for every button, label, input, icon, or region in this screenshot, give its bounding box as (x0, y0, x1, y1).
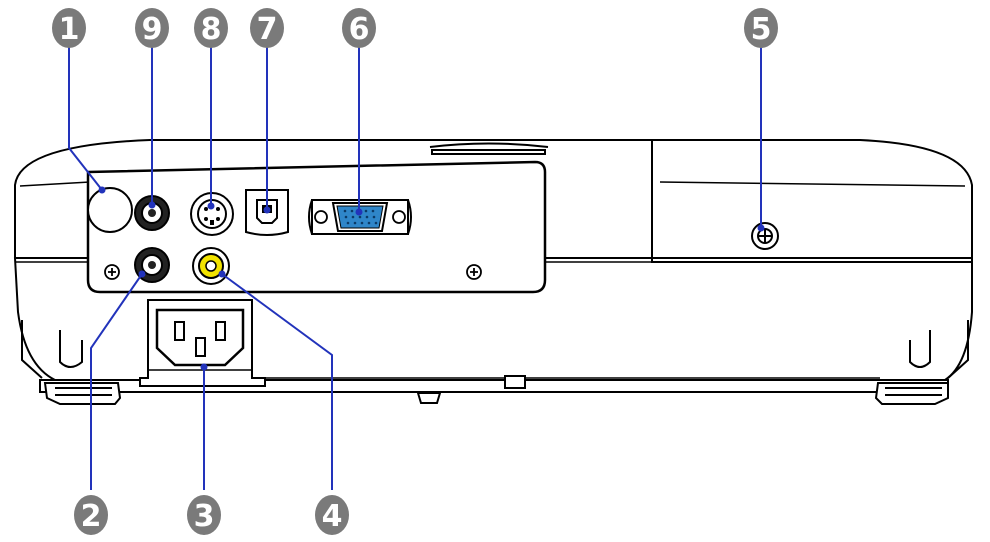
leader-lines (68, 42, 762, 490)
svg-text:8: 8 (201, 12, 222, 47)
audio-in-port-top[interactable] (134, 195, 170, 231)
svg-text:3: 3 (194, 499, 215, 534)
callout-8: 8 (194, 8, 228, 48)
top-vent (429, 142, 549, 155)
leader-endpoints (98, 186, 765, 371)
phillips-screw-icon (466, 264, 482, 280)
callout-5: 5 (744, 8, 778, 48)
svg-text:4: 4 (322, 499, 343, 534)
callout-4: 4 (315, 495, 349, 535)
s-video-icon (204, 207, 220, 225)
svg-text:7: 7 (257, 12, 278, 47)
iec-power-inlet-icon (174, 321, 226, 357)
svg-text:1: 1 (59, 12, 80, 47)
foot-left (21, 320, 122, 405)
callout-badges: 1 9 8 7 6 5 2 3 (52, 8, 778, 535)
center-latch (416, 375, 526, 404)
power-inlet[interactable] (139, 299, 266, 387)
callout-1: 1 (52, 8, 86, 48)
callout-2: 2 (74, 495, 108, 535)
callout-6: 6 (342, 8, 376, 48)
computer-port[interactable] (308, 199, 412, 235)
top-edge-line (19, 181, 966, 187)
svg-text:9: 9 (142, 12, 163, 47)
callout-3: 3 (187, 495, 221, 535)
svg-text:6: 6 (349, 12, 370, 47)
video-port[interactable] (192, 247, 230, 285)
callout-7: 7 (250, 8, 284, 48)
svg-text:2: 2 (81, 499, 102, 534)
svg-text:5: 5 (751, 12, 772, 47)
callout-9: 9 (135, 8, 169, 48)
phillips-screw-icon (104, 264, 120, 280)
foot-right (874, 320, 969, 405)
security-screw[interactable] (751, 222, 779, 250)
remote-receiver (87, 187, 133, 233)
